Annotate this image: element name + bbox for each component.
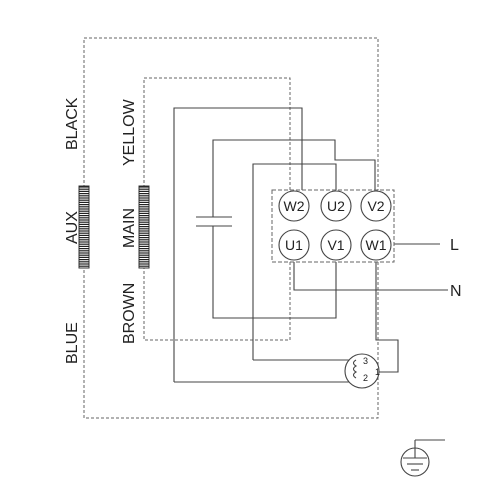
svg-text:W1: W1 <box>366 237 387 253</box>
main-winding-coil <box>138 185 150 269</box>
label-line-l: L <box>450 237 459 254</box>
terminal-u1: U1 <box>278 229 310 261</box>
wire-capacitor-to-w2 <box>173 107 303 382</box>
terminal-v1: V1 <box>320 229 352 261</box>
wire-w1-to-protector-1 <box>374 262 399 373</box>
label-main: MAIN <box>121 208 138 248</box>
terminal-w1: W1 <box>360 229 392 261</box>
wire-u2-to-protector <box>252 163 337 360</box>
svg-text:V1: V1 <box>327 237 344 253</box>
wire-v2-top <box>212 139 376 210</box>
protector-pin-2: 2 <box>363 373 368 383</box>
svg-text:U1: U1 <box>285 237 303 253</box>
protector-pin-3: 3 <box>363 356 368 366</box>
svg-text:U2: U2 <box>327 198 345 214</box>
terminal-w2: W2 <box>278 190 310 222</box>
wire-u1-to-n <box>293 262 448 291</box>
label-aux: AUX <box>64 211 81 244</box>
label-neutral-n: N <box>450 283 462 300</box>
ground-icon <box>400 439 445 477</box>
svg-text:V2: V2 <box>367 198 384 214</box>
terminal-v2: V2 <box>360 190 392 222</box>
label-yellow: YELLOW <box>121 98 138 166</box>
main-winding-dashed-loop <box>143 77 291 341</box>
aux-winding-coil <box>78 185 90 269</box>
protector-pin-1: 1 <box>375 367 380 377</box>
label-brown: BROWN <box>121 283 138 344</box>
thermal-protector: 3 2 1 <box>344 353 380 389</box>
label-blue: BLUE <box>64 322 81 364</box>
terminal-u2: U2 <box>320 190 352 222</box>
label-black: BLACK <box>64 97 81 150</box>
svg-text:W2: W2 <box>284 198 305 214</box>
